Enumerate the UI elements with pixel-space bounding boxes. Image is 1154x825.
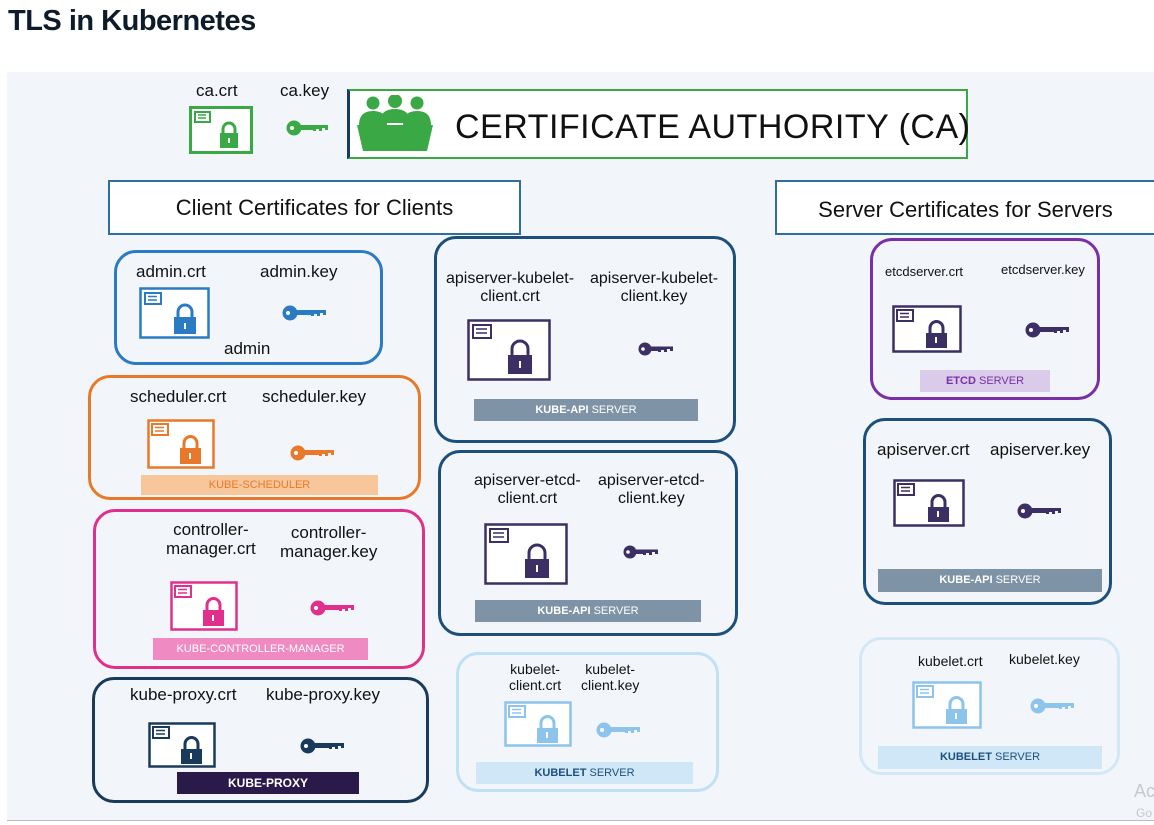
apiserver-crt-label: apiserver.crt [877, 440, 970, 459]
band-bold: KUBE-API [535, 404, 589, 416]
apiserver-kubelet-client-key-label: apiserver-kubelet- client.key [590, 270, 719, 305]
kubelet-crt-label: kubelet.crt [918, 653, 983, 669]
kube-proxy-certificate-icon [148, 722, 216, 768]
scheduler-crt-label: scheduler.crt [130, 387, 227, 406]
scheduler-box [88, 375, 421, 500]
etcd-server-key-icon [1025, 322, 1069, 338]
bottom-divider [7, 820, 1154, 821]
kube-controller-manager-band: KUBE-CONTROLLER-MANAGER [153, 638, 368, 660]
apiserver-etcd-client-certificate-icon [484, 523, 568, 585]
kubelet-certificate-icon [912, 681, 982, 729]
etcd-server-band: ETCD SERVER [920, 370, 1050, 392]
scheduler-key-label: scheduler.key [262, 387, 366, 406]
controller-manager-key-icon [310, 600, 354, 616]
kube-proxy-key-label: kube-proxy.key [266, 685, 381, 704]
apiserver-key-label: apiserver.key [990, 440, 1091, 459]
overlay-text-line1: Ac [1134, 781, 1154, 801]
kubelet-key-icon [1030, 698, 1074, 714]
kubelet-client-key-icon [596, 722, 640, 738]
kubelet-client-box [456, 652, 719, 792]
page-title: TLS in Kubernetes [8, 5, 256, 37]
apiserver-kubelet-client-band: KUBE-API SERVER [474, 399, 698, 421]
apiserver-etcd-client-crt-label: apiserver-etcd- client.crt [474, 472, 581, 507]
kube-proxy-key-icon [300, 738, 344, 754]
client-certificates-header: Client Certificates for Clients [108, 180, 521, 235]
admin-key-label: admin.key [260, 262, 338, 281]
apiserver-etcd-client-box [438, 450, 738, 636]
controller-manager-certificate-icon [170, 581, 238, 631]
ca-key-icon [286, 120, 328, 136]
kubelet-server-band: KUBELET SERVER [878, 746, 1102, 769]
band-bold: KUBELET [939, 751, 992, 763]
controller-manager-crt-label: controller- manager.crt [166, 520, 256, 559]
admin-name-label: admin [224, 339, 271, 358]
band-bold: KUBE-API [939, 574, 993, 586]
band-rest: SERVER [991, 751, 1041, 763]
etcd-server-box [870, 238, 1100, 400]
ca-certificate-icon [189, 106, 253, 154]
kubelet-server-box [859, 637, 1120, 775]
ca-crt-label: ca.crt [196, 81, 238, 100]
etcd-server-certificate-icon [892, 305, 962, 353]
controller-manager-key-label: controller- manager.key [280, 523, 378, 562]
apiserver-key-icon [1017, 503, 1061, 519]
band-bold: KUBELET [534, 767, 587, 779]
server-certificates-header: Server Certificates for Servers [775, 180, 1154, 235]
scheduler-key-icon [290, 445, 334, 461]
etcd-server-key-label: etcdserver.key [1001, 262, 1085, 277]
apiserver-server-box [863, 418, 1112, 605]
admin-crt-label: admin.crt [136, 262, 206, 281]
ca-people-icon [357, 95, 433, 151]
band-rest: SERVER [586, 767, 635, 779]
apiserver-server-band: KUBE-API SERVER [878, 569, 1102, 592]
admin-box [114, 250, 383, 365]
band-bold: KUBE-API [537, 605, 591, 617]
apiserver-etcd-client-key-icon [623, 545, 658, 559]
band-rest: SERVER [992, 574, 1041, 586]
apiserver-kubelet-client-box [434, 236, 736, 443]
scheduler-certificate-icon [147, 419, 215, 469]
band-rest: SERVER [588, 404, 637, 416]
kube-proxy-crt-label: kube-proxy.crt [130, 685, 237, 704]
ca-key-label: ca.key [280, 81, 330, 100]
controller-manager-box [93, 509, 425, 669]
band-bold: ETCD [945, 375, 976, 387]
band-rest: SERVER [590, 605, 639, 617]
kube-proxy-box [92, 677, 429, 803]
admin-key-icon [282, 305, 326, 321]
kubelet-key-label: kubelet.key [1009, 651, 1080, 667]
kube-scheduler-band: KUBE-SCHEDULER [141, 475, 378, 495]
ca-box [347, 89, 968, 159]
band-rest: SERVER [975, 375, 1025, 387]
admin-certificate-icon [139, 287, 210, 339]
apiserver-certificate-icon [893, 479, 965, 527]
kubelet-client-band: KUBELET SERVER [476, 762, 693, 784]
apiserver-kubelet-client-crt-label: apiserver-kubelet- client.crt [446, 270, 575, 305]
ca-title: CERTIFICATE AUTHORITY (CA) [455, 108, 971, 146]
kube-proxy-band: KUBE-PROXY [177, 772, 359, 794]
kubelet-client-key-label: kubelet- client.key [581, 661, 640, 693]
overlay-text-line2: Go [1136, 806, 1153, 820]
kubelet-client-crt-label: kubelet- client.crt [509, 661, 562, 693]
apiserver-kubelet-client-certificate-icon [467, 319, 551, 381]
kubelet-client-certificate-icon [504, 701, 572, 747]
apiserver-kubelet-client-key-icon [638, 342, 673, 356]
apiserver-etcd-client-key-label: apiserver-etcd- client.key [598, 472, 705, 507]
apiserver-etcd-client-band: KUBE-API SERVER [475, 600, 701, 622]
etcd-server-crt-label: etcdserver.crt [885, 264, 964, 279]
